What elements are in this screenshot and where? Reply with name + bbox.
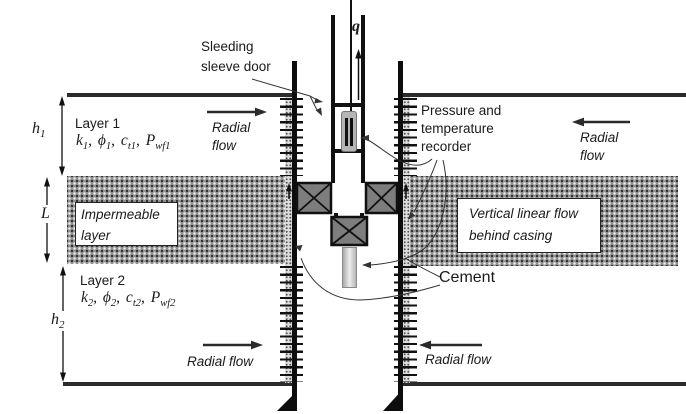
casing-right bbox=[398, 61, 403, 411]
recorder-tool bbox=[341, 111, 357, 152]
impermeable-label-line2: layer bbox=[81, 228, 111, 243]
h2-dimension-label: h2 bbox=[48, 311, 68, 332]
vertical-flow-label-line2: behind casing bbox=[469, 228, 553, 243]
h1-dimension-label: h1 bbox=[32, 120, 46, 141]
layer1-properties: k1, ϕ1, ct1, Pwf1 bbox=[76, 132, 171, 153]
sleeve-door-label-line1: Sleeding bbox=[201, 39, 254, 54]
reservoir-top-line-left bbox=[67, 93, 293, 97]
recorder-sensor-bar bbox=[350, 118, 353, 146]
impermeable-label-line1: Impermeable bbox=[81, 207, 160, 222]
tubing-wall-left bbox=[331, 15, 335, 183]
tubing-stub-left bbox=[334, 213, 338, 218]
recorder-label-line1: Pressure and bbox=[421, 103, 502, 118]
radial-flow-arrow-bottom-left bbox=[203, 340, 263, 350]
sliding-sleeve-top-joint bbox=[331, 103, 365, 107]
reservoir-bottom-line-right bbox=[398, 382, 686, 386]
radial-flow-arrow-bottom-right bbox=[419, 340, 482, 350]
tubing-wall-right bbox=[361, 15, 365, 183]
layer2-properties: k2, ϕ2, ct2, Pwf2 bbox=[81, 289, 176, 310]
wireline bbox=[350, 0, 352, 112]
radial-flow-label-top-right: Radial flow bbox=[580, 130, 619, 163]
recorder-label-line2: temperature bbox=[421, 121, 494, 136]
impermeable-layer-label-box: Impermeable layer bbox=[75, 202, 178, 246]
radial-flow-label-bottom-right: Radial flow bbox=[425, 352, 492, 367]
flow-rate-label: q bbox=[352, 18, 360, 35]
recorder-label-line3: recorder bbox=[421, 139, 472, 154]
radial-flow-label-top-left: Radial flow bbox=[212, 120, 251, 153]
recorder-sensor-bar bbox=[345, 118, 348, 146]
packer-center bbox=[330, 215, 369, 247]
layer2-label: Layer 2 bbox=[80, 273, 126, 288]
reservoir-bottom-line-left bbox=[63, 382, 293, 386]
radial-flow-arrow-top-left bbox=[207, 107, 267, 117]
tail-tool bbox=[342, 247, 357, 288]
tubing-stub-right bbox=[360, 213, 364, 218]
layer1-label: Layer 1 bbox=[75, 116, 121, 131]
cement-sheath-left bbox=[285, 97, 292, 383]
L-dimension-label: L bbox=[38, 205, 53, 223]
impermeable-layer-right bbox=[407, 176, 678, 266]
packer-upper-left bbox=[295, 181, 333, 215]
vertical-flow-label-box: Vertical linear flow behind casing bbox=[457, 198, 601, 253]
reservoir-top-line-right bbox=[400, 93, 686, 97]
dimension-h1 bbox=[59, 96, 65, 176]
sleeve-door-label-line2: sleeve door bbox=[201, 59, 271, 74]
vertical-flow-label-line1: Vertical linear flow bbox=[469, 206, 579, 221]
casing-left bbox=[292, 61, 297, 411]
recorder-label: Pressure and temperature recorder bbox=[421, 102, 501, 156]
perforations-left-layer1 bbox=[280, 98, 303, 176]
packer-upper-right bbox=[364, 181, 399, 215]
radial-flow-label-bottom-left: Radial flow bbox=[187, 354, 254, 369]
cement-label: Cement bbox=[439, 269, 496, 286]
radial-flow-arrow-top-right bbox=[572, 117, 630, 127]
sleeve-door-label: Sleeding sleeve door bbox=[201, 37, 271, 77]
perforations-left-layer2 bbox=[280, 266, 303, 382]
